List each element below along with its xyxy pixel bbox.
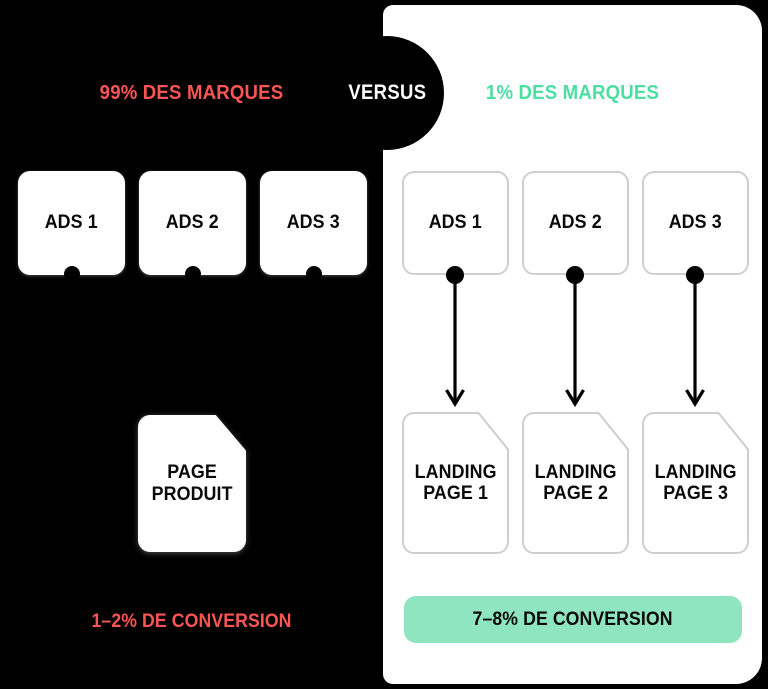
landing-page-card-3-line1: LANDING — [654, 461, 737, 483]
right-ads-card-1-label: ADS 1 — [428, 212, 483, 234]
right-side-heading: 1% DES MARQUES — [485, 82, 660, 104]
landing-page-card-1-line2: PAGE 1 — [423, 483, 488, 504]
document-fill — [644, 414, 747, 552]
right-ads-card-2-label: ADS 2 — [548, 212, 603, 234]
document-shape — [138, 415, 246, 552]
right-ads-card-1: ADS 1 — [402, 171, 509, 275]
document-fill — [404, 414, 507, 552]
document-fill — [524, 414, 627, 552]
versus-label: VERSUS — [347, 81, 427, 104]
right-side-panel — [383, 5, 762, 684]
left-ads-card-2: ADS 2 — [139, 171, 246, 282]
arrow-down-icon — [565, 266, 585, 408]
node-dot-icon — [305, 266, 322, 282]
left-conversion-rate: 1–2% DE CONVERSION — [91, 611, 292, 632]
left-ads-card-3-label: ADS 3 — [286, 212, 341, 234]
landing-page-card-3-line2: PAGE 3 — [663, 483, 728, 504]
right-ads-card-3: ADS 3 — [642, 171, 749, 275]
landing-page-card-1-line1: LANDING — [414, 461, 497, 483]
left-side-heading: 99% DES MARQUES — [99, 82, 284, 104]
landing-page-card-2-line2: PAGE 2 — [543, 483, 608, 504]
page-produit-label-line2: PRODUIT — [151, 483, 233, 505]
right-conversion-rate: 7–8% DE CONVERSION — [472, 608, 674, 630]
node-dot-icon — [63, 266, 80, 282]
left-ads-card-2-label: ADS 2 — [165, 212, 220, 234]
page-produit-label-line1: PAGE — [167, 462, 217, 484]
left-ads-card-1-label: ADS 1 — [44, 212, 99, 234]
right-conversion-badge: 7–8% DE CONVERSION — [404, 596, 742, 643]
landing-page-card-2-line1: LANDING — [534, 461, 617, 483]
right-ads-card-2: ADS 2 — [522, 171, 629, 275]
versus-badge: VERSUS — [330, 36, 444, 150]
right-ads-card-3-label: ADS 3 — [668, 212, 723, 234]
node-dot-icon — [184, 266, 201, 282]
arrow-down-icon — [685, 266, 705, 408]
left-ads-card-3: ADS 3 — [260, 171, 367, 282]
arrow-down-icon — [445, 266, 465, 408]
left-ads-card-1: ADS 1 — [18, 171, 125, 282]
